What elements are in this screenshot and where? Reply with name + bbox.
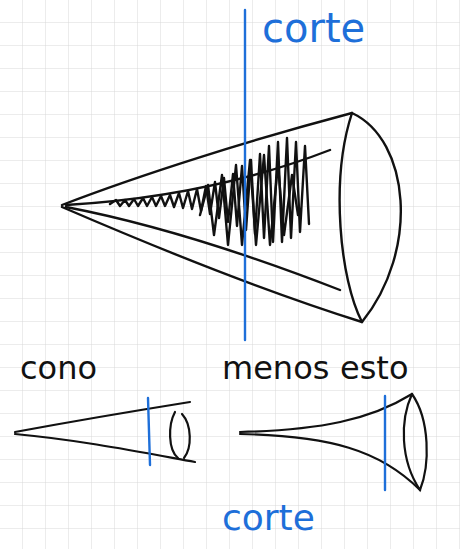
cut-line bbox=[384, 396, 386, 490]
shape-label: esto bbox=[340, 352, 408, 384]
cone-top-edge bbox=[240, 394, 412, 432]
cut-line bbox=[148, 398, 150, 465]
cone-bottom-edge bbox=[15, 434, 195, 462]
cone-top-edge bbox=[15, 402, 190, 432]
shape-label: cono bbox=[20, 352, 97, 384]
cut-line bbox=[244, 10, 246, 340]
shape-label: menos bbox=[222, 352, 329, 384]
cone-base-ellipse bbox=[404, 394, 427, 490]
small-cone bbox=[15, 402, 195, 462]
removed-cone bbox=[240, 394, 427, 490]
cone-bottom-edge bbox=[240, 434, 420, 490]
cut-label: corte bbox=[222, 500, 315, 536]
cut-label: corte bbox=[262, 8, 365, 48]
cone-base-ellipse bbox=[170, 412, 190, 458]
big-cone bbox=[62, 113, 401, 322]
hatching bbox=[200, 155, 298, 245]
cone-base-ellipse bbox=[340, 113, 401, 322]
